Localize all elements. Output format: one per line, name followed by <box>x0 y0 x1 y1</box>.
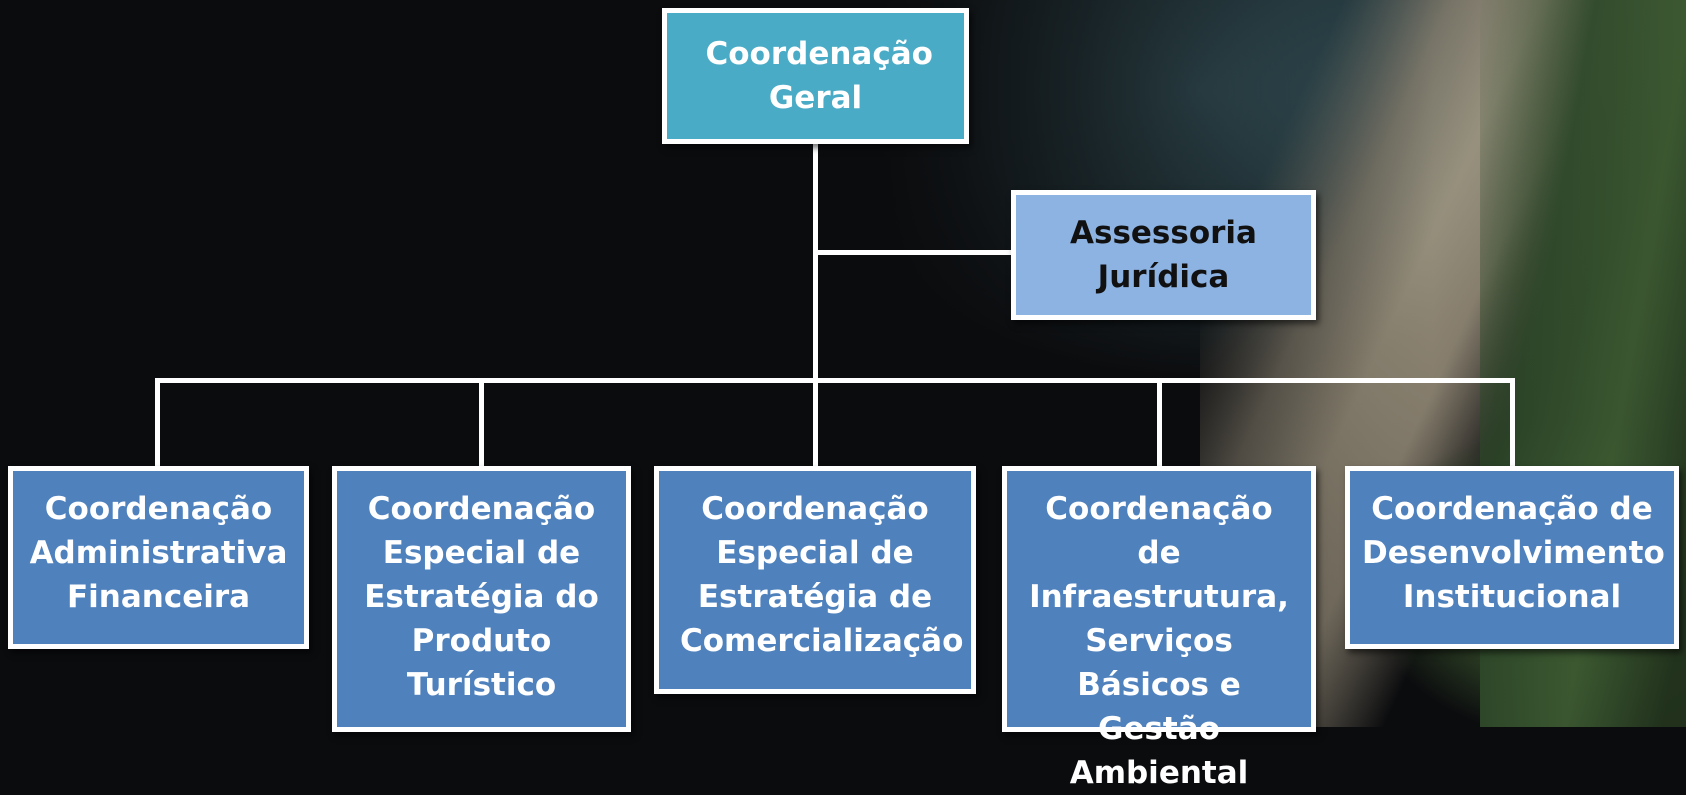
unit-node-infraestrutura: Coordenação de Infraestrutura, Serviços … <box>1002 466 1316 791</box>
connector-unit-1 <box>155 378 160 470</box>
advisory-node-label: Assessoria Jurídica <box>1070 215 1257 295</box>
connector-horizontal-bus <box>155 378 1515 383</box>
connector-unit-2 <box>479 378 484 470</box>
unit-node-administrativa: Coordenação Administrativa Financeira <box>8 466 309 649</box>
advisory-node: Assessoria Jurídica <box>1011 190 1316 320</box>
unit-node-produto-turistico: Coordenação Especial de Estratégia do Pr… <box>332 466 631 732</box>
connector-unit-4 <box>1157 378 1162 470</box>
unit-node-label: Coordenação de Desenvolvimento Instituci… <box>1362 491 1665 615</box>
unit-node-desenvolvimento: Coordenação de Desenvolvimento Instituci… <box>1345 466 1679 649</box>
root-node: Coordenação Geral <box>662 8 969 144</box>
unit-node-label: Coordenação Administrativa Financeira <box>29 491 288 615</box>
unit-node-label: Coordenação Especial de Estratégia de Co… <box>680 491 964 659</box>
unit-node-comercializacao: Coordenação Especial de Estratégia de Co… <box>654 466 976 694</box>
connector-advisory <box>813 250 1013 255</box>
unit-node-label: Coordenação Especial de Estratégia do Pr… <box>364 491 599 703</box>
root-node-label: Coordenação Geral <box>705 36 933 116</box>
unit-node-label: Coordenação de Infraestrutura, Serviços … <box>1029 491 1289 791</box>
connector-unit-5 <box>1510 378 1515 470</box>
connector-root-trunk <box>813 140 818 470</box>
